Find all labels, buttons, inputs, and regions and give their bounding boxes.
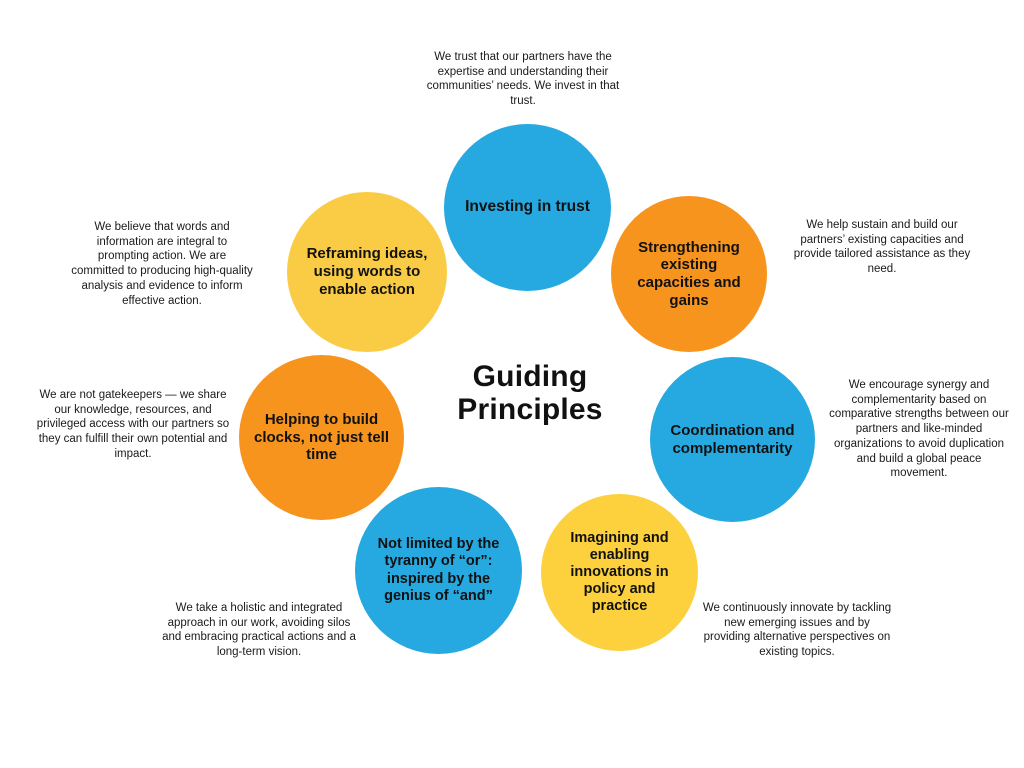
principle-description-helping-build-clocks: We are not gatekeepers — we share our kn… [36, 389, 230, 460]
principle-label-imagining-innovations: Imagining and enabling innovations in po… [570, 529, 669, 615]
principle-circle-helping-build-clocks: Helping to build clocks, not just tell t… [239, 355, 404, 520]
principle-label-reframing-ideas: Reframing ideas, using words to enable a… [306, 245, 428, 298]
principle-label-not-limited-by-tyranny-of-or: Not limited by the tyranny of “or”: insp… [377, 536, 500, 604]
principle-description-reframing-ideas: We believe that words and information ar… [71, 221, 253, 307]
principle-circle-investing-in-trust: Investing in trust [444, 124, 611, 291]
principle-description-coordination-complementarity: We encourage synergy and complementarity… [829, 379, 1009, 480]
principle-label-investing-in-trust: Investing in trust [465, 198, 590, 216]
diagram-title: Guiding Principles [457, 360, 603, 426]
principle-description-investing-in-trust: We trust that our partners have the expe… [426, 51, 620, 108]
principle-description-strengthening-capacities: We help sustain and build our partners’ … [793, 219, 971, 276]
principle-circle-reframing-ideas: Reframing ideas, using words to enable a… [287, 192, 447, 352]
principle-circle-coordination-complementarity: Coordination and complementarity [650, 357, 815, 522]
principle-description-imagining-innovations: We continuously innovate by tackling new… [702, 602, 892, 659]
principle-circle-imagining-innovations: Imagining and enabling innovations in po… [541, 494, 698, 651]
principle-label-strengthening-capacities: Strengthening existing capacities and ga… [637, 238, 741, 309]
principle-label-coordination-complementarity: Coordination and complementarity [670, 421, 795, 457]
principle-circle-not-limited-by-tyranny-of-or: Not limited by the tyranny of “or”: insp… [355, 487, 522, 654]
principle-circle-strengthening-capacities: Strengthening existing capacities and ga… [611, 196, 767, 352]
principle-label-helping-build-clocks: Helping to build clocks, not just tell t… [253, 410, 390, 464]
principle-description-not-limited-by-tyranny-of-or: We take a holistic and integrated approa… [162, 602, 356, 659]
